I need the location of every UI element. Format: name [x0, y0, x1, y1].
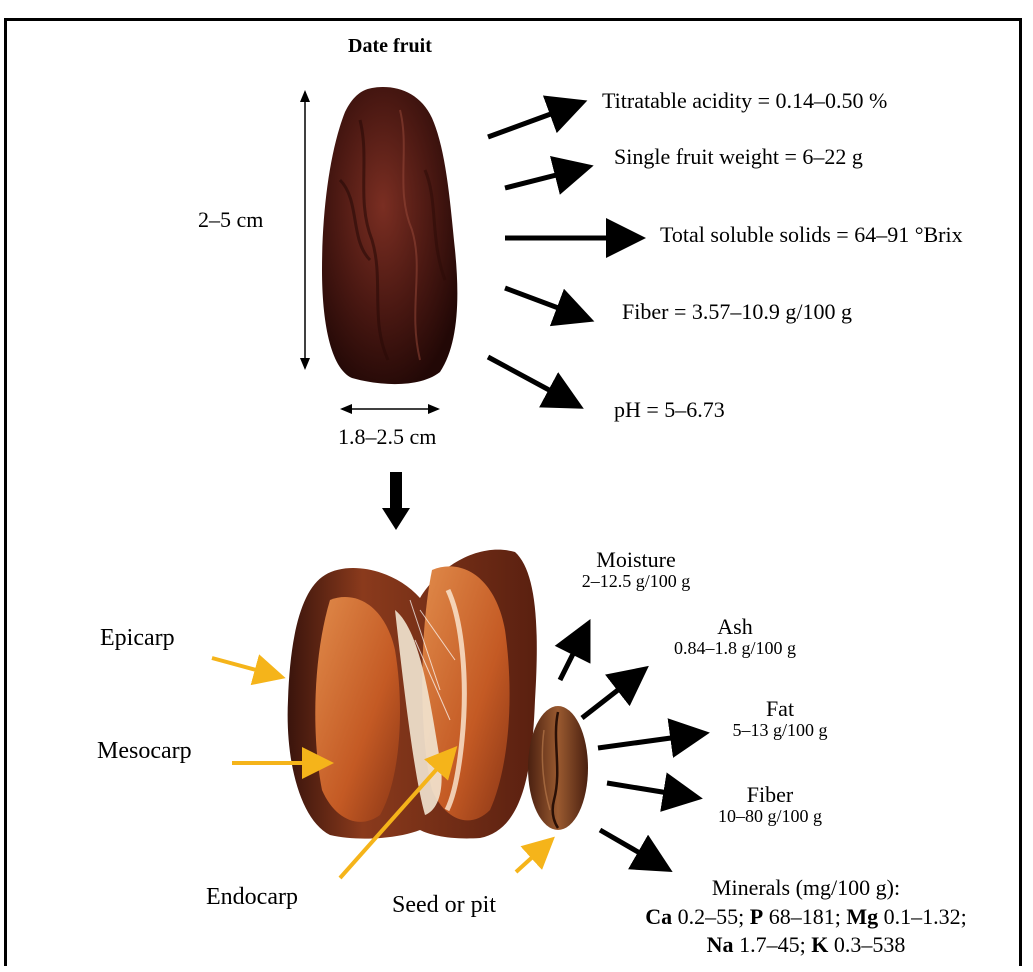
- minerals-line-1: Ca 0.2–55; P 68–181; Mg 0.1–1.32;: [606, 903, 1006, 932]
- figure-title: Date fruit: [348, 35, 432, 57]
- fat-arrow: [598, 734, 700, 748]
- mineral-na-range: 1.7–45;: [739, 932, 806, 957]
- acidity-label: Titratable acidity = 0.14–0.50 %: [602, 89, 887, 113]
- endocarp-label: Endocarp: [206, 884, 298, 910]
- mineral-k-symbol: K: [811, 932, 828, 957]
- tss-label: Total soluble solids = 64–91 °Brix: [660, 223, 963, 247]
- mineral-ca-range: 0.2–55;: [678, 904, 745, 929]
- mesocarp-label: Mesocarp: [97, 738, 192, 764]
- minerals-heading: Minerals (mg/100 g):: [606, 874, 1006, 903]
- length-label: 2–5 cm: [198, 208, 263, 232]
- mineral-ca-symbol: Ca: [645, 904, 672, 929]
- whole-date-image: [322, 87, 457, 384]
- fiber-seed-value: 10–80 g/100 g: [690, 807, 850, 827]
- fiber-seed-block: Fiber 10–80 g/100 g: [690, 783, 850, 827]
- fat-value: 5–13 g/100 g: [700, 721, 860, 741]
- ash-arrow: [582, 672, 641, 718]
- fat-name: Fat: [700, 697, 860, 721]
- minerals-block: Minerals (mg/100 g): Ca 0.2–55; P 68–181…: [606, 874, 1006, 960]
- mineral-k-range: 0.3–538: [834, 932, 906, 957]
- moisture-name: Moisture: [556, 548, 716, 572]
- ph-label: pH = 5–6.73: [614, 398, 725, 422]
- fat-block: Fat 5–13 g/100 g: [700, 697, 860, 741]
- minerals-line-2: Na 1.7–45; K 0.3–538: [606, 931, 1006, 960]
- minerals-arrow: [600, 830, 664, 867]
- fiber-seed-arrow: [607, 783, 693, 797]
- epicarp-arrow: [212, 658, 278, 676]
- epicarp-label: Epicarp: [100, 625, 175, 651]
- seed-arrow: [516, 842, 549, 872]
- ash-name: Ash: [650, 615, 820, 639]
- ash-block: Ash 0.84–1.8 g/100 g: [650, 615, 820, 659]
- mineral-mg-symbol: Mg: [846, 904, 878, 929]
- mineral-p-symbol: P: [750, 904, 763, 929]
- width-label: 1.8–2.5 cm: [338, 425, 436, 449]
- fiber-arrow: [505, 288, 585, 318]
- seed-image: [528, 706, 588, 830]
- moisture-value: 2–12.5 g/100 g: [556, 572, 716, 592]
- moisture-arrow: [560, 628, 586, 680]
- acidity-arrow: [488, 104, 578, 137]
- weight-arrow: [505, 168, 584, 188]
- weight-label: Single fruit weight = 6–22 g: [614, 145, 863, 169]
- fiber-seed-name: Fiber: [690, 783, 850, 807]
- mineral-na-symbol: Na: [707, 932, 734, 957]
- moisture-block: Moisture 2–12.5 g/100 g: [556, 548, 716, 592]
- mineral-mg-range: 0.1–1.32;: [884, 904, 967, 929]
- fiber-label: Fiber = 3.57–10.9 g/100 g: [622, 300, 852, 324]
- ph-arrow: [488, 357, 575, 404]
- seed-label: Seed or pit: [392, 892, 496, 918]
- down-arrow: [382, 472, 410, 530]
- ash-value: 0.84–1.8 g/100 g: [650, 639, 820, 659]
- mineral-p-range: 68–181;: [769, 904, 841, 929]
